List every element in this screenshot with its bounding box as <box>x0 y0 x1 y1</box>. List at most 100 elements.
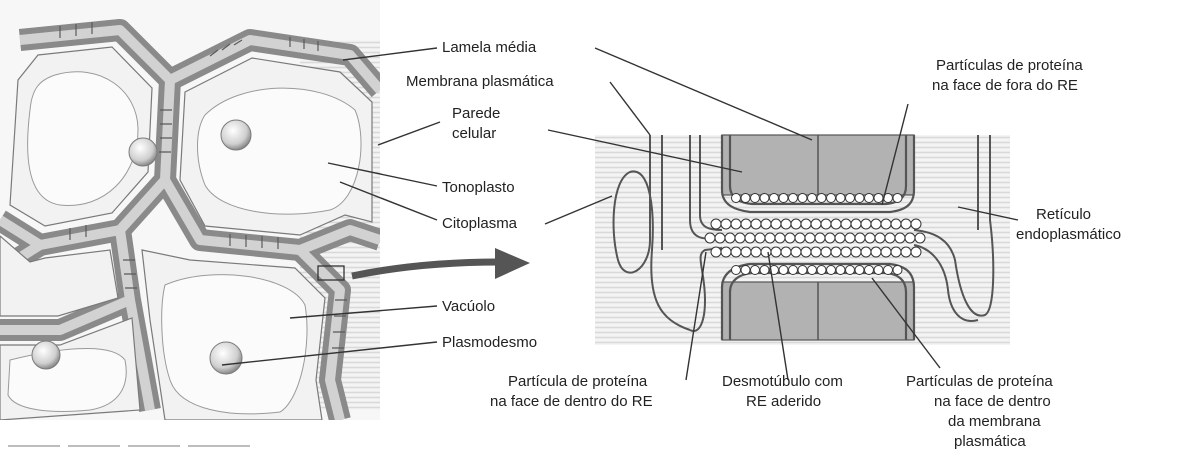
label-particulas-membrana-2: na face de dentro <box>934 393 1051 410</box>
protein-particle <box>801 247 811 257</box>
protein-particle <box>781 219 791 229</box>
protein-particle <box>846 266 855 275</box>
protein-particle <box>841 219 851 229</box>
protein-particle <box>871 247 881 257</box>
protein-particle <box>760 266 769 275</box>
cell-tissue <box>0 0 380 420</box>
protein-particle <box>761 219 771 229</box>
protein-particle <box>779 194 788 203</box>
protein-particle <box>779 266 788 275</box>
protein-particle <box>846 194 855 203</box>
protein-particle <box>865 266 874 275</box>
label-citoplasma: Citoplasma <box>442 215 518 232</box>
protein-particle <box>811 247 821 257</box>
protein-particle <box>825 233 835 243</box>
protein-particle <box>721 247 731 257</box>
protein-particle <box>735 233 745 243</box>
protein-particle <box>827 266 836 275</box>
protein-particle <box>771 219 781 229</box>
protein-particle <box>895 233 905 243</box>
protein-particle <box>911 247 921 257</box>
protein-particle <box>731 219 741 229</box>
protein-particle <box>885 233 895 243</box>
label-reticulo-1: Retículo <box>1036 206 1091 223</box>
label-lamela-media: Lamela média <box>442 39 537 56</box>
protein-particle <box>911 219 921 229</box>
protein-particle <box>741 219 751 229</box>
label-tonoplasto: Tonoplasto <box>442 179 515 196</box>
label-desmotubulo-1: Desmotúbulo com <box>722 373 843 390</box>
protein-particle <box>771 247 781 257</box>
label-reticulo-2: endoplasmático <box>1016 226 1121 243</box>
label-membrana-plasmatica: Membrana plasmática <box>406 73 554 90</box>
protein-particle <box>715 233 725 243</box>
protein-particle <box>855 194 864 203</box>
label-particula-dentro-re-2: na face de dentro do RE <box>490 393 653 410</box>
protein-particle <box>798 194 807 203</box>
protein-particle <box>791 219 801 229</box>
protein-particle <box>755 233 765 243</box>
protein-particle <box>827 194 836 203</box>
protein-particle <box>751 266 760 275</box>
protein-particle <box>891 219 901 229</box>
protein-particle <box>881 219 891 229</box>
protein-particle <box>775 233 785 243</box>
protein-particle <box>821 247 831 257</box>
protein-particle <box>770 194 779 203</box>
protein-particle <box>874 266 883 275</box>
protein-particle <box>841 247 851 257</box>
protein-particle <box>851 219 861 229</box>
protein-particle <box>865 194 874 203</box>
protein-particle <box>732 194 741 203</box>
protein-particle <box>874 194 883 203</box>
protein-particle <box>884 266 893 275</box>
plasmodesma-detail <box>595 135 1010 345</box>
label-plasmodesmo: Plasmodesmo <box>442 334 537 351</box>
protein-particle <box>815 233 825 243</box>
protein-particle <box>893 266 902 275</box>
protein-particle <box>811 219 821 229</box>
label-parede-celular-2: celular <box>452 125 496 142</box>
protein-particle <box>789 194 798 203</box>
protein-particle <box>805 233 815 243</box>
protein-particle <box>795 233 805 243</box>
label-particulas-membrana-1: Partículas de proteína <box>906 373 1053 390</box>
protein-particle <box>875 233 885 243</box>
protein-particle <box>761 247 771 257</box>
label-particulas-membrana-3: da membrana <box>948 413 1041 430</box>
label-particulas-fora-re-1: Partículas de proteína <box>936 57 1083 74</box>
protein-particle <box>741 247 751 257</box>
protein-particle <box>851 247 861 257</box>
protein-particle <box>751 194 760 203</box>
label-vacuolo: Vacúolo <box>442 298 495 315</box>
protein-particle <box>836 266 845 275</box>
protein-particle <box>732 266 741 275</box>
protein-particle <box>817 194 826 203</box>
protein-particle <box>901 247 911 257</box>
label-desmotubulo-2: RE aderido <box>746 393 821 410</box>
protein-particle <box>745 233 755 243</box>
protein-particle <box>785 233 795 243</box>
protein-particle <box>741 266 750 275</box>
protein-particle <box>731 247 741 257</box>
protein-particle <box>760 194 769 203</box>
protein-particle <box>831 247 841 257</box>
label-particulas-membrana-4: plasmática <box>954 433 1026 450</box>
label-particulas-fora-re-2: na face de fora do RE <box>932 77 1078 94</box>
protein-particle <box>901 219 911 229</box>
protein-particle <box>893 194 902 203</box>
protein-particle <box>711 219 721 229</box>
protein-particle <box>845 233 855 243</box>
protein-particle <box>817 266 826 275</box>
protein-particle <box>808 194 817 203</box>
protein-particle <box>725 233 735 243</box>
protein-particle <box>881 247 891 257</box>
protein-particle <box>855 233 865 243</box>
protein-particle <box>751 247 761 257</box>
protein-particle <box>865 233 875 243</box>
label-particula-dentro-re-1: Partícula de proteína <box>508 373 648 390</box>
protein-particle <box>821 219 831 229</box>
protein-particle <box>891 247 901 257</box>
protein-particle <box>711 247 721 257</box>
